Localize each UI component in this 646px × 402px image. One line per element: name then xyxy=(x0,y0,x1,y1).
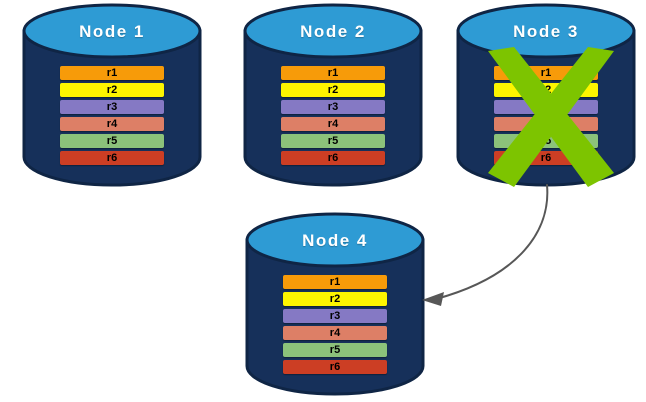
record-label: r4 xyxy=(327,117,339,130)
record-label: r1 xyxy=(540,66,552,79)
record-label: r2 xyxy=(540,83,552,96)
record-r6[interactable]: r6 xyxy=(283,360,387,374)
record-label: r6 xyxy=(106,151,118,164)
node-1[interactable]: Node 1 r1 r2 r3 r4 r5 r6 xyxy=(22,3,202,187)
node-2[interactable]: Node 2 r1 r2 r3 r4 r5 r6 xyxy=(243,3,423,187)
record-label: r2 xyxy=(106,83,118,96)
record-label: r3 xyxy=(329,309,341,322)
record-r2[interactable]: r2 xyxy=(283,292,387,306)
node-1-records: r1 r2 r3 r4 r5 r6 xyxy=(22,66,202,165)
record-label: r3 xyxy=(327,100,339,113)
record-r4[interactable]: r4 xyxy=(60,117,164,131)
record-r2[interactable]: r2 xyxy=(281,83,385,97)
record-r3[interactable]: r3 xyxy=(60,100,164,114)
record-r2[interactable]: r2 xyxy=(494,83,598,97)
record-r6[interactable]: r6 xyxy=(281,151,385,165)
record-r2[interactable]: r2 xyxy=(60,83,164,97)
record-label: r5 xyxy=(540,134,552,147)
record-r5[interactable]: r5 xyxy=(281,134,385,148)
node-3[interactable]: Node 3 r1 r2 r3 r4 r5 r6 xyxy=(456,3,636,187)
record-r5[interactable]: r5 xyxy=(60,134,164,148)
record-r5[interactable]: r5 xyxy=(494,134,598,148)
record-label: r1 xyxy=(327,66,339,79)
node-2-records: r1 r2 r3 r4 r5 r6 xyxy=(243,66,423,165)
record-r3[interactable]: r3 xyxy=(281,100,385,114)
node-3-records: r1 r2 r3 r4 r5 r6 xyxy=(456,66,636,165)
record-label: r4 xyxy=(106,117,118,130)
record-label: r6 xyxy=(327,151,339,164)
record-label: r3 xyxy=(106,100,118,113)
arrowhead-icon xyxy=(422,292,444,306)
record-label: r1 xyxy=(329,275,341,288)
record-label: r5 xyxy=(106,134,118,147)
record-label: r2 xyxy=(327,83,339,96)
record-label: r4 xyxy=(540,117,552,130)
record-label: r5 xyxy=(329,343,341,356)
record-label: r6 xyxy=(540,151,552,164)
record-r6[interactable]: r6 xyxy=(60,151,164,165)
record-label: r1 xyxy=(106,66,118,79)
record-r1[interactable]: r1 xyxy=(494,66,598,80)
record-label: r5 xyxy=(327,134,339,147)
record-r1[interactable]: r1 xyxy=(281,66,385,80)
record-label: r6 xyxy=(329,360,341,373)
record-r3[interactable]: r3 xyxy=(283,309,387,323)
record-r4[interactable]: r4 xyxy=(494,117,598,131)
node-4-records: r1 r2 r3 r4 r5 r6 xyxy=(245,275,425,374)
record-r4[interactable]: r4 xyxy=(281,117,385,131)
record-label: r4 xyxy=(329,326,341,339)
record-label: r2 xyxy=(329,292,341,305)
record-label: r3 xyxy=(540,100,552,113)
node-4[interactable]: Node 4 r1 r2 r3 r4 r5 r6 xyxy=(245,212,425,396)
record-r3[interactable]: r3 xyxy=(494,100,598,114)
record-r4[interactable]: r4 xyxy=(283,326,387,340)
record-r6[interactable]: r6 xyxy=(494,151,598,165)
record-r1[interactable]: r1 xyxy=(283,275,387,289)
record-r1[interactable]: r1 xyxy=(60,66,164,80)
record-r5[interactable]: r5 xyxy=(283,343,387,357)
